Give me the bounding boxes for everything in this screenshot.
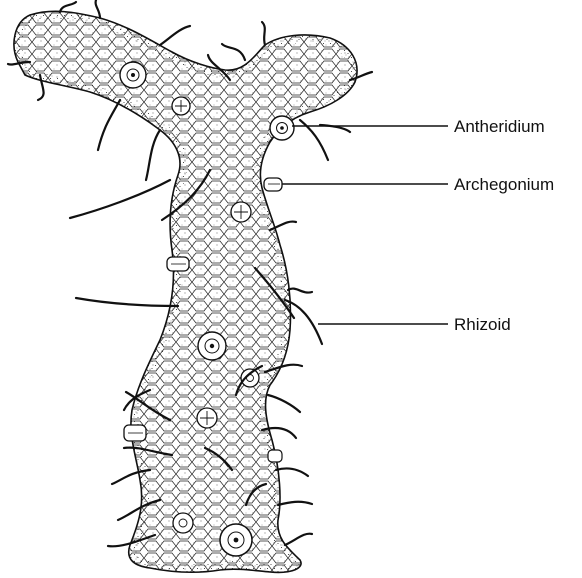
rhizoid — [146, 130, 160, 180]
antheridium-structure — [231, 202, 251, 222]
antheridium-structure — [173, 513, 193, 533]
rhizoid — [160, 26, 190, 45]
antheridium-structure — [241, 369, 259, 387]
antheridium-structure — [120, 62, 146, 88]
archegonium-structure — [268, 450, 282, 462]
rhizoid — [268, 395, 300, 412]
rhizoid — [285, 534, 312, 545]
archegonium-structure — [264, 178, 282, 191]
archegonium-structure — [124, 425, 146, 441]
rhizoid — [222, 44, 245, 60]
antheridium-structure — [197, 408, 217, 428]
rhizoid — [60, 2, 76, 12]
rhizoid — [276, 468, 308, 476]
antheridium-structure — [270, 116, 294, 140]
rhizoid — [96, 0, 100, 18]
rhizoid-label: Rhizoid — [454, 315, 511, 334]
rhizoid — [262, 22, 265, 45]
antheridium-label: Antheridium — [454, 117, 545, 136]
rhizoid — [98, 100, 120, 150]
rhizoid — [288, 289, 312, 293]
rhizoid — [76, 298, 178, 306]
archegonium-structure — [167, 257, 189, 271]
archegonium-label: Archegonium — [454, 175, 554, 194]
antheridium-structure — [198, 332, 226, 360]
rhizoid — [278, 502, 312, 505]
rhizoid — [70, 180, 170, 218]
antheridium-structure — [220, 524, 252, 556]
leader-lines — [282, 126, 448, 324]
antheridium-structure — [172, 97, 190, 115]
